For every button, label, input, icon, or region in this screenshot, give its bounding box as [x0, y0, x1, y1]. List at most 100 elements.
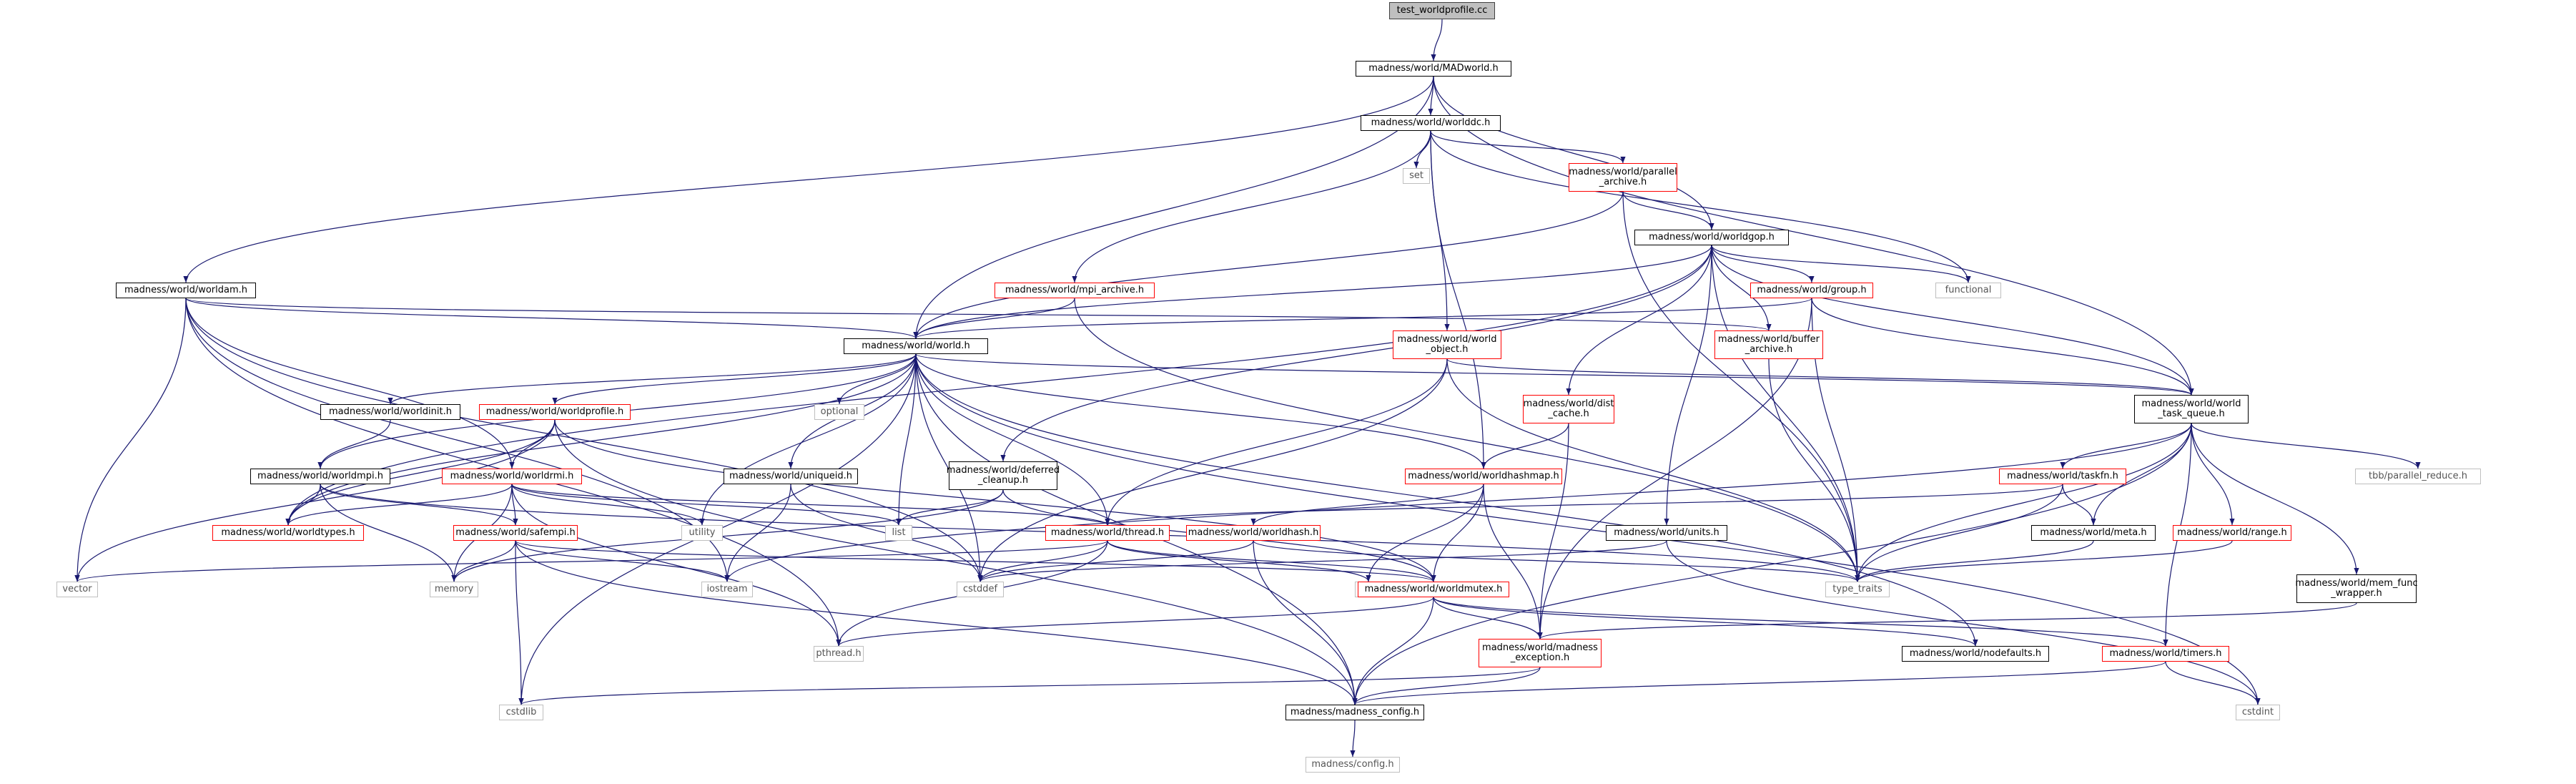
edge-world-to-worldtypes	[285, 353, 917, 526]
node-worldgop[interactable]: madness/world/worldgop.h	[1634, 230, 1789, 245]
edge-worldmutex-to-madness-config	[1352, 597, 1434, 705]
edge-worldrmi-to-thread	[511, 484, 1110, 526]
edge-world-to-worldprofile	[552, 353, 917, 405]
node-set[interactable]: set	[1403, 168, 1430, 184]
edge-worldgop-to-group	[1711, 245, 1815, 283]
edge-worldinit-to-worldmpi	[317, 419, 391, 469]
node-list[interactable]: list	[885, 525, 912, 541]
edge-worldddc-to-worldhashmap	[1430, 130, 1486, 469]
edge-worldmutex-to-timers	[1433, 597, 2168, 647]
edge-worldhash-to-type-traits	[1253, 540, 1860, 582]
edge-taskfn-to-type-traits	[1855, 484, 2063, 582]
edge-world-task-queue-to-mem-func-wrapper	[2191, 423, 2359, 575]
node-worldinit[interactable]: madness/world/worldinit.h	[320, 404, 460, 420]
edge-worldgop-to-functional	[1711, 245, 1971, 283]
node-uniqueid[interactable]: madness/world/uniqueid.h	[724, 469, 858, 484]
node-utility[interactable]: utility	[681, 525, 723, 541]
edge-mem-func-wrapper-to-madness-exception	[1537, 602, 2357, 640]
edge-worldmpi-to-memory	[320, 484, 457, 582]
edge-worldgop-to-deferred-cleanup	[1000, 245, 1712, 462]
node-timers[interactable]: madness/world/timers.h	[2102, 646, 2229, 662]
edge-world-task-queue-to-madness-config	[1352, 423, 2192, 705]
node-memory[interactable]: memory	[430, 582, 478, 597]
node-worldhash[interactable]: madness/world/worldhash.h	[1186, 525, 1321, 541]
edge-worldprofile-to-vector	[74, 419, 556, 582]
edge-worldgop-to-type-traits	[1711, 245, 1860, 582]
edge-worldmutex-to-nodefaults	[1433, 597, 1978, 647]
node-worldmutex[interactable]: madness/world/worldmutex.h	[1358, 582, 1509, 597]
node-madworld[interactable]: madness/world/MADworld.h	[1356, 61, 1511, 77]
node-cstdlib[interactable]: cstdlib	[499, 705, 543, 720]
node-units[interactable]: madness/world/units.h	[1606, 525, 1727, 541]
node-worldhashmap[interactable]: madness/world/worldhashmap.h	[1405, 469, 1562, 484]
edge-group-to-world	[913, 298, 1812, 339]
node-meta[interactable]: madness/world/meta.h	[2031, 525, 2156, 541]
edge-world-to-cstddef	[915, 353, 983, 582]
edge-safempi-to-madness-config	[515, 540, 1358, 705]
node-optional[interactable]: optional	[814, 404, 864, 420]
node-cstddef[interactable]: cstddef	[957, 582, 1004, 597]
node-deferred-cleanup[interactable]: madness/world/deferred _cleanup.h	[947, 461, 1060, 490]
node-world-task-queue[interactable]: madness/world/world _task_queue.h	[2134, 395, 2249, 423]
node-vector[interactable]: vector	[56, 582, 98, 597]
edge-worldprofile-to-worldmutex	[554, 419, 1436, 582]
edge-worldgop-to-world	[913, 245, 1712, 339]
node-tbb[interactable]: tbb/parallel_reduce.h	[2355, 469, 2481, 484]
node-parallel-archive[interactable]: madness/world/parallel _archive.h	[1569, 163, 1677, 192]
node-iostream[interactable]: iostream	[701, 582, 753, 597]
edge-units-to-cstdint	[1666, 540, 2261, 705]
edge-parallel-archive-to-type-traits	[1622, 191, 1860, 582]
edge-root-to-madworld	[1431, 19, 1443, 62]
node-buffer-archive[interactable]: madness/world/buffer _archive.h	[1714, 330, 1823, 359]
edge-world-to-world-task-queue	[915, 353, 2194, 396]
node-safempi[interactable]: madness/world/safempi.h	[453, 525, 578, 541]
node-worldmpi[interactable]: madness/world/worldmpi.h	[250, 469, 390, 484]
edge-world-to-worldhashmap	[915, 353, 1486, 469]
edge-world-object-to-type-traits	[1446, 358, 1860, 582]
node-thread[interactable]: madness/world/thread.h	[1045, 525, 1170, 541]
node-config[interactable]: madness/config.h	[1306, 757, 1400, 773]
edge-worldmutex-to-madness-exception	[1433, 597, 1543, 640]
edge-worldgop-to-dist-cache	[1566, 245, 1712, 396]
edge-timers-to-madness-config	[1352, 661, 2166, 705]
edge-taskfn-to-thread	[1105, 484, 2063, 526]
edge-madworld-to-world-task-queue	[1433, 76, 2194, 396]
node-mpi-archive[interactable]: madness/world/mpi_archive.h	[995, 283, 1155, 298]
node-world-object[interactable]: madness/world/world _object.h	[1393, 330, 1501, 359]
node-madness-exception[interactable]: madness/world/madness _exception.h	[1479, 639, 1602, 667]
edge-safempi-to-worldmutex	[515, 540, 1436, 582]
edge-world-object-to-world-task-queue	[1446, 358, 2194, 396]
edge-worldgop-to-buffer-archive	[1711, 245, 1772, 331]
edge-safempi-to-cstdlib	[515, 540, 524, 705]
node-dist-cache[interactable]: madness/world/dist _cache.h	[1523, 395, 1614, 423]
edge-world-task-queue-to-taskfn	[2060, 423, 2192, 469]
node-worldam[interactable]: madness/world/worldam.h	[116, 283, 256, 298]
node-root[interactable]: test_worldprofile.cc	[1389, 2, 1495, 19]
node-worldprofile[interactable]: madness/world/worldprofile.h	[479, 404, 631, 420]
node-functional[interactable]: functional	[1935, 283, 2001, 298]
edge-world-to-optional	[837, 353, 917, 405]
node-mem-func-wrapper[interactable]: madness/world/mem_func _wrapper.h	[2295, 574, 2418, 603]
node-worldrmi[interactable]: madness/world/worldrmi.h	[442, 469, 582, 484]
node-cstdint[interactable]: cstdint	[2236, 705, 2280, 720]
node-taskfn[interactable]: madness/world/taskfn.h	[1999, 469, 2126, 484]
node-pthread[interactable]: pthread.h	[814, 646, 864, 662]
edge-safempi-to-iostream	[515, 540, 730, 582]
edge-worldhash-to-cstddef	[977, 540, 1254, 582]
edge-units-to-cstddef	[977, 540, 1667, 582]
node-madness-config[interactable]: madness/madness_config.h	[1285, 705, 1424, 720]
node-worldddc[interactable]: madness/world/worlddc.h	[1361, 115, 1501, 131]
node-type-traits[interactable]: type_traits	[1825, 582, 1890, 597]
edge-thread-to-vector	[74, 540, 1108, 582]
edge-thread-to-new	[1107, 540, 1371, 582]
node-group[interactable]: madness/world/group.h	[1750, 283, 1873, 298]
node-nodefaults[interactable]: madness/world/nodefaults.h	[1902, 646, 2049, 662]
edge-thread-to-cstddef	[977, 540, 1108, 582]
node-range[interactable]: madness/world/range.h	[2173, 525, 2291, 541]
node-worldtypes[interactable]: madness/world/worldtypes.h	[212, 525, 364, 541]
edge-world-to-worldinit	[388, 353, 917, 405]
node-world[interactable]: madness/world/world.h	[844, 338, 988, 354]
edge-worldrmi-to-worldtypes	[285, 484, 513, 526]
edge-madworld-to-worldam	[183, 76, 1434, 283]
edge-taskfn-to-meta	[2062, 484, 2096, 526]
